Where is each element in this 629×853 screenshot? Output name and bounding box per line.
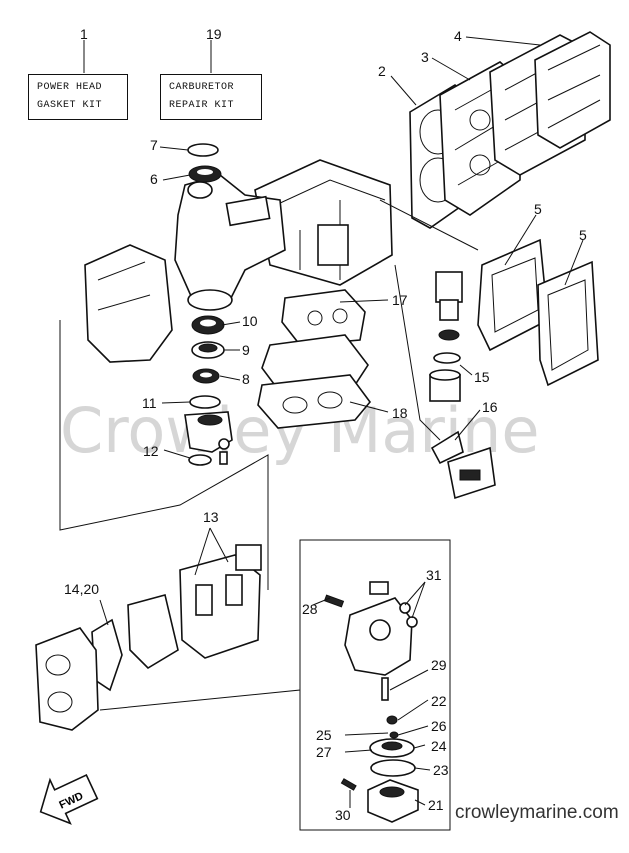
power-head-gasket-kit-box: POWER HEAD GASKET KIT (28, 74, 128, 120)
o-ring-11 (189, 395, 221, 409)
callout-18: 18 (392, 405, 408, 421)
fuel-pump (447, 446, 496, 500)
kit-19-ref: 19 (206, 26, 222, 42)
intake-manifold-13 (179, 544, 262, 659)
bearing-9 (191, 341, 225, 359)
callout-22: 22 (431, 693, 447, 709)
o-ring-7 (187, 143, 219, 157)
callout-9: 9 (242, 342, 250, 358)
callout-5b: 5 (579, 227, 587, 243)
callout-8: 8 (242, 371, 250, 387)
gasket-plate-13 (127, 594, 179, 670)
callout-25: 25 (316, 727, 332, 743)
o-ring-12 (188, 454, 212, 466)
crankcase-cover-left (84, 244, 173, 363)
exhaust-cover-gasket-5b (537, 260, 599, 387)
leader-lines (99, 36, 584, 808)
callout-12: 12 (143, 443, 159, 459)
kit-19-line-2: REPAIR KIT (169, 100, 235, 111)
crankshaft (174, 174, 286, 311)
callout-6: 6 (150, 171, 158, 187)
oil-seal-8 (192, 368, 220, 384)
cylinder-block-cover (35, 627, 99, 731)
float-24 (369, 738, 415, 758)
assembly-lines (59, 199, 479, 711)
screw-30 (340, 778, 357, 791)
bearing-10 (191, 315, 225, 335)
screw-28 (323, 594, 345, 608)
fwd-arrow: FWD (39, 773, 99, 825)
callout-3: 3 (421, 49, 429, 65)
callout-11: 11 (142, 395, 157, 411)
float-bowl-gasket-23 (370, 759, 416, 777)
lower-seal-housing (184, 411, 233, 465)
callout-16: 16 (482, 399, 498, 415)
callout-13: 13 (203, 509, 219, 525)
callout-30: 30 (335, 807, 351, 823)
callout-27: 27 (316, 744, 332, 760)
gasket-18 (257, 374, 372, 429)
needle-valve-29 (381, 677, 389, 701)
site-url: crowleymarine.com (455, 802, 619, 823)
callout-10: 10 (242, 313, 258, 329)
callout-14-20: 14,20 (64, 581, 99, 597)
carburetor-body (344, 581, 418, 676)
kit-1-line-2: GASKET KIT (37, 100, 103, 111)
kit-1-ref: 1 (80, 26, 88, 42)
callout-15: 15 (474, 369, 490, 385)
callout-5a: 5 (534, 201, 542, 217)
carburetor-repair-kit-box: CARBURETOR REPAIR KIT (160, 74, 262, 120)
callout-numbers: 2 3 4 5 5 7 6 10 9 8 11 12 13 14,20 15 1… (64, 28, 587, 823)
callout-28: 28 (302, 601, 318, 617)
crankcase (254, 159, 393, 286)
callout-21: 21 (428, 797, 444, 813)
callout-24: 24 (431, 738, 447, 754)
callout-23: 23 (433, 762, 449, 778)
float-bowl-21 (367, 779, 419, 823)
kit-1-line-1: POWER HEAD (37, 82, 103, 93)
callout-29: 29 (431, 657, 447, 673)
callout-17: 17 (392, 292, 408, 308)
head-cover (534, 31, 611, 149)
sleeve (429, 369, 461, 402)
oil-seal-6 (188, 165, 222, 183)
callout-2: 2 (378, 63, 386, 79)
callout-31: 31 (426, 567, 442, 583)
o-ring-15 (433, 352, 461, 364)
pump-assembly (435, 271, 463, 341)
callout-4: 4 (454, 28, 462, 44)
gasket-17 (281, 289, 366, 346)
callout-26: 26 (431, 718, 447, 734)
kit-19-line-1: CARBURETOR (169, 82, 235, 93)
float-valve-parts (386, 715, 399, 739)
callout-7: 7 (150, 137, 158, 153)
